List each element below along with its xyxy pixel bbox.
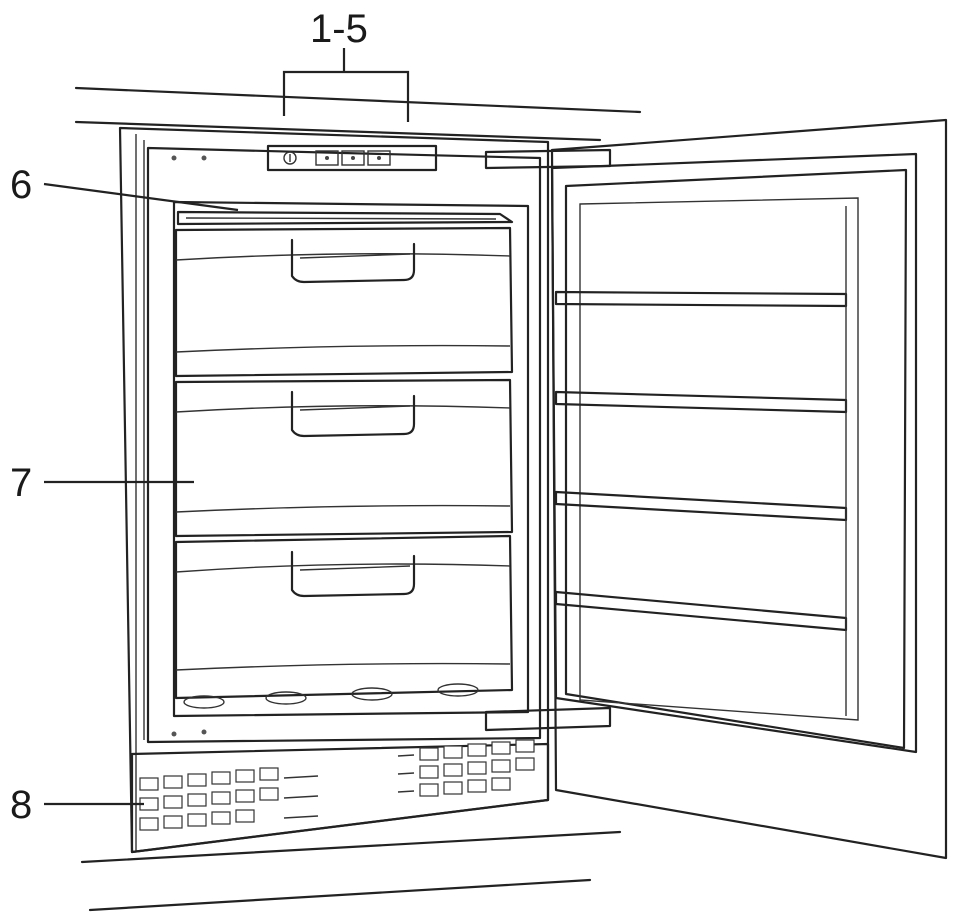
compartment xyxy=(172,200,530,718)
callout-7: 7 xyxy=(10,461,32,505)
freezer-shelf xyxy=(176,210,514,226)
callout-1-5: 1-5 xyxy=(310,7,368,51)
control-panel xyxy=(266,144,438,172)
drawer-bottom xyxy=(174,534,514,700)
ventilation-grille xyxy=(130,739,550,854)
door-shelves xyxy=(554,206,848,716)
drawer-middle xyxy=(174,378,514,538)
callout-6: 6 xyxy=(10,163,32,207)
drawer-feet xyxy=(183,683,479,709)
drawer-top xyxy=(174,226,514,378)
freezer-door xyxy=(550,118,948,860)
freezer-interior xyxy=(146,146,542,744)
callout-8: 8 xyxy=(10,783,32,827)
countertop xyxy=(74,86,642,912)
leader-lines xyxy=(43,48,410,806)
